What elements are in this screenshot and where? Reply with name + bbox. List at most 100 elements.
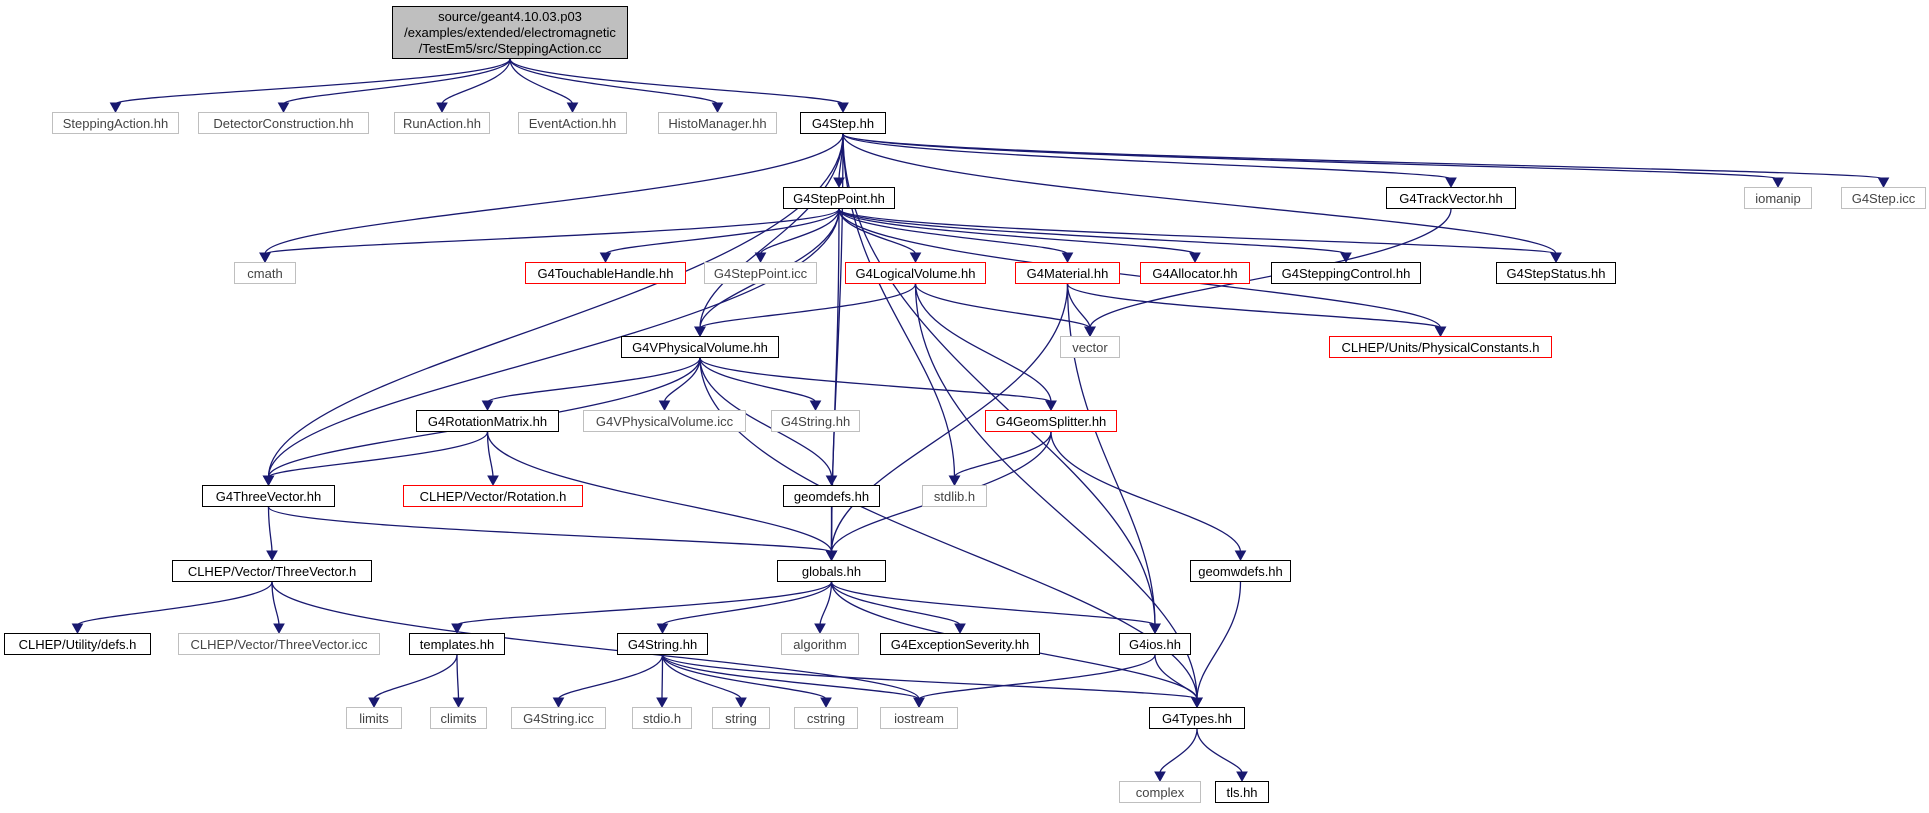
node-g4rotationmatrix[interactable]: G4RotationMatrix.hh [416,410,559,432]
arrowhead-root-to-HistoManager [711,102,724,114]
arrowhead-globals-to-G4StringHH2 [656,623,669,635]
node-clhep-defs[interactable]: CLHEP/Utility/defs.h [4,633,151,655]
edge-G4TrackVector-to-vector [1089,208,1452,329]
node-tls[interactable]: tls.hh [1215,781,1269,803]
arrowhead-root-to-SteppingAction [109,102,122,114]
arrowhead-G4Types-to-tls [1236,771,1248,783]
arrowhead-geomdefs-to-globals [825,550,838,562]
arrowhead-G4StepPoint-to-G4LogicalVolume [909,252,922,264]
node-g4string-icc: G4String.icc [511,707,606,729]
node-algorithm: algorithm [781,633,859,655]
arrowhead-G4VPhysicalVolume-to-G4VPhysicalVolumeIcc [658,400,671,412]
arrowhead-G4VPhysicalVolume-to-geomdefs [825,475,838,487]
arrowhead-G4StringHH2-to-stdio [656,697,668,709]
edge-G4Step-to-G4StepStatus [842,133,1557,255]
edge-ThreeVectorH-to-ThreeVectorIcc [271,581,280,626]
edge-G4VPhysicalVolume-to-G4StringHH1 [699,357,817,403]
edge-G4StepPoint-to-G4Allocator [838,208,1196,255]
node-g4types[interactable]: G4Types.hh [1149,707,1245,729]
node-g4exceptionseverity[interactable]: G4ExceptionSeverity.hh [880,633,1040,655]
arrowhead-G4Step-to-iomanip [1772,177,1784,189]
node-g4material[interactable]: G4Material.hh [1015,262,1120,284]
node-g4step[interactable]: G4Step.hh [800,112,886,134]
edge-globals-to-templates [456,581,833,626]
edge-G4ios-to-G4Types [1154,654,1198,700]
node-geomdefs[interactable]: geomdefs.hh [783,485,880,507]
edge-G4Material-to-globals [830,283,1069,553]
node-g4logicalvolume[interactable]: G4LogicalVolume.hh [845,262,986,284]
edge-root-to-RunAction [441,58,511,105]
edge-ThreeVectorH-to-iostream [271,581,920,700]
node-g4threevector[interactable]: G4ThreeVector.hh [202,485,335,507]
node-clhep-threevector-icc: CLHEP/Vector/ThreeVector.icc [178,633,380,655]
arrowhead-root-to-G4Step [837,102,849,114]
arrowhead-G4ios-to-G4Types [1191,697,1203,709]
edge-G4Step-to-G4TrackVector [842,133,1452,180]
arrowhead-ThreeVectorH-to-defs [71,623,84,635]
arrowhead-G4VPhysicalVolume-to-G4StringHH1 [809,400,822,412]
node-vector: vector [1060,336,1120,358]
edge-G4LogicalVolume-to-vector [914,283,1091,329]
arrowhead-G4Types-to-complex [1154,771,1166,783]
arrowhead-G4GeomSplitter-to-geomwdefs [1234,550,1247,562]
node-g4steppoint[interactable]: G4StepPoint.hh [783,187,895,209]
edge-G4ios-to-iostream [918,654,1156,700]
arrowhead-globals-to-templates [451,623,463,635]
node-g4steppingcontrol[interactable]: G4SteppingControl.hh [1271,262,1421,284]
node-climits: climits [430,707,487,729]
node-g4steppoint-icc: G4StepPoint.icc [704,262,817,284]
edge-G4RotationMatrix-to-Rotation [486,431,494,478]
arrowhead-G4StringHH2-to-cstring [820,697,832,709]
edge-G4VPhysicalVolume-to-geomdefs [699,357,833,478]
edge-root-to-HistoManager [509,58,719,105]
node-physicalconstants[interactable]: CLHEP/Units/PhysicalConstants.h [1329,336,1552,358]
node-g4string[interactable]: G4String.hh [617,633,708,655]
arrowhead-G4StepPoint-to-G4Material [1061,252,1074,264]
edge-G4Step-to-iomanip [842,133,1779,180]
node-string: string [712,707,770,729]
edge-G4StringHH2-to-G4StringIcc [557,654,664,700]
edge-G4StringHH2-to-iostream [661,654,920,700]
node-g4stepstatus[interactable]: G4StepStatus.hh [1496,262,1616,284]
arrowhead-templates-to-limits [368,697,380,709]
edge-G4Step-to-cmath [264,133,844,255]
edge-root-to-DetectorConstruction [282,58,511,105]
node-g4string-missing: G4String.hh [771,410,860,432]
node-g4geomsplitter[interactable]: G4GeomSplitter.hh [985,410,1117,432]
edge-G4VPhysicalVolume-to-G4RotationMatrix [486,357,701,403]
edge-G4StringHH2-to-cstring [661,654,827,700]
edge-G4GeomSplitter-to-geomwdefs [1050,431,1242,553]
edge-templates-to-climits [456,654,460,700]
edge-globals-to-G4StringHH2 [661,581,833,626]
edge-G4RotationMatrix-to-G4ThreeVector [267,431,489,478]
arrowhead-G4Material-to-PhysicalConstants [1434,326,1447,338]
arrowhead-templates-to-climits [452,697,465,709]
node-templates[interactable]: templates.hh [409,633,505,655]
arrowhead-G4RotationMatrix-to-Rotation [487,475,499,487]
arrowhead-G4StepPoint-to-G4Allocator [1189,252,1201,264]
node-g4ios[interactable]: G4ios.hh [1119,633,1191,655]
edge-G4RotationMatrix-to-globals [486,431,833,553]
node-g4trackvector[interactable]: G4TrackVector.hh [1386,187,1516,209]
node-limits: limits [346,707,402,729]
edge-G4Types-to-tls [1196,728,1243,774]
node-clhep-rotation[interactable]: CLHEP/Vector/Rotation.h [403,485,583,507]
edge-G4StepPoint-to-G4StepStatus [838,208,1557,255]
edge-G4StepPoint-to-G4ThreeVector [267,208,840,478]
arrowhead-ThreeVectorH-to-ThreeVectorIcc [273,623,285,635]
node-g4touchablehandle[interactable]: G4TouchableHandle.hh [525,262,686,284]
edge-root-to-EventAction [509,58,574,105]
node-geomwdefs[interactable]: geomwdefs.hh [1190,560,1291,582]
edge-G4VPhysicalVolume-to-G4GeomSplitter [699,357,1052,403]
edge-root-to-SteppingAction [114,58,511,105]
node-g4allocator[interactable]: G4Allocator.hh [1140,262,1250,284]
edge-G4Step-to-G4ios [842,133,1156,626]
node-g4step-icc: G4Step.icc [1841,187,1926,209]
node-globals[interactable]: globals.hh [777,560,886,582]
node-g4vphysicalvolume[interactable]: G4VPhysicalVolume.hh [621,336,779,358]
arrowhead-G4Step-to-G4StepIcc [1877,177,1890,189]
node-clhep-threevector-h[interactable]: CLHEP/Vector/ThreeVector.h [172,560,372,582]
arrowhead-G4Material-to-vector [1084,326,1096,338]
